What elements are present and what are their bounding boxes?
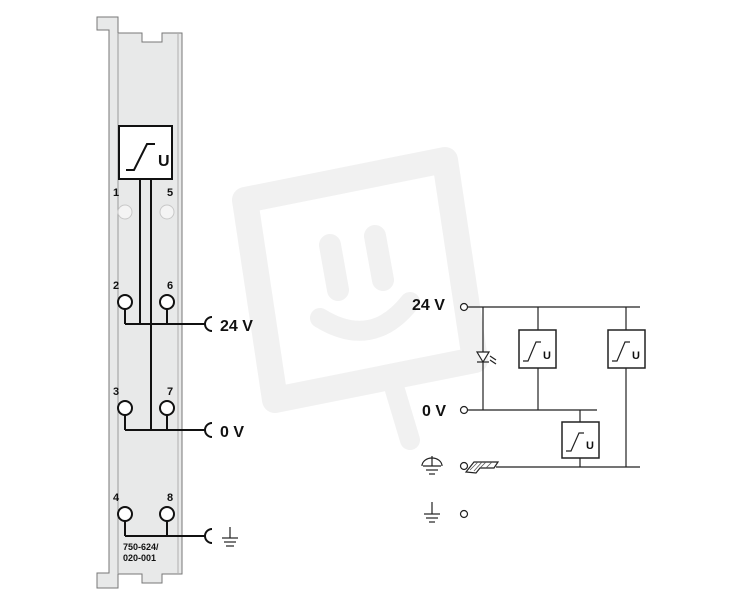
led-indicator-1 xyxy=(117,204,133,220)
connector-24v-icon xyxy=(204,316,213,332)
terminal-7[interactable] xyxy=(159,400,175,416)
terminal-6[interactable] xyxy=(159,294,175,310)
connector-0v-icon xyxy=(204,422,213,438)
schematic-ground-terminal xyxy=(459,509,469,519)
terminal-label-8: 8 xyxy=(167,492,173,504)
schematic-converter-3: U xyxy=(561,421,600,459)
module-ground-icon xyxy=(222,527,238,547)
schematic-24v-terminal xyxy=(459,302,469,312)
module-wiring xyxy=(124,179,205,537)
part-number-line1: 750-624/ xyxy=(123,542,159,552)
schematic-24v-label: 24 V xyxy=(412,297,445,314)
module-0v-label: 0 V xyxy=(220,424,244,441)
schematic-0v-terminal xyxy=(459,405,469,415)
terminal-label-2: 2 xyxy=(113,280,119,292)
schematic-protective-earth-icon xyxy=(421,456,443,475)
module-24v-label: 24 V xyxy=(220,318,253,335)
schematic-converter-2: U xyxy=(607,329,646,369)
schematic-converter-2-label: U xyxy=(632,350,640,362)
terminal-label-3: 3 xyxy=(113,386,119,398)
module-dc-converter-symbol: U xyxy=(118,125,173,180)
schematic-0v-label: 0 V xyxy=(422,403,446,420)
schematic-din-rail-icon xyxy=(464,461,500,474)
terminal-clamps xyxy=(117,294,175,522)
terminal-label-4: 4 xyxy=(113,492,120,504)
terminal-2[interactable] xyxy=(117,294,133,310)
schematic-converter-1-label: U xyxy=(543,350,551,362)
terminal-label-1: 1 xyxy=(113,187,119,199)
module-converter-label: U xyxy=(158,153,170,170)
terminal-label-7: 7 xyxy=(167,386,173,398)
terminal-label-5: 5 xyxy=(167,187,173,199)
terminal-label-6: 6 xyxy=(167,280,173,292)
part-number-line2: 020-001 xyxy=(123,553,156,563)
watermark-plug-icon xyxy=(232,147,488,450)
schematic-converter-1: U xyxy=(518,329,557,369)
terminal-8[interactable] xyxy=(159,506,175,522)
schematic-ground-icon xyxy=(424,502,440,523)
schematic-pe-terminal xyxy=(459,461,469,471)
schematic: 24 V 0 V U U xyxy=(412,297,646,523)
led-indicator-5 xyxy=(159,204,175,220)
terminal-4[interactable] xyxy=(117,506,133,522)
connector-ground-icon xyxy=(204,528,213,544)
schematic-led-diode-icon xyxy=(475,351,497,365)
schematic-converter-3-label: U xyxy=(586,440,594,452)
terminal-3[interactable] xyxy=(117,400,133,416)
